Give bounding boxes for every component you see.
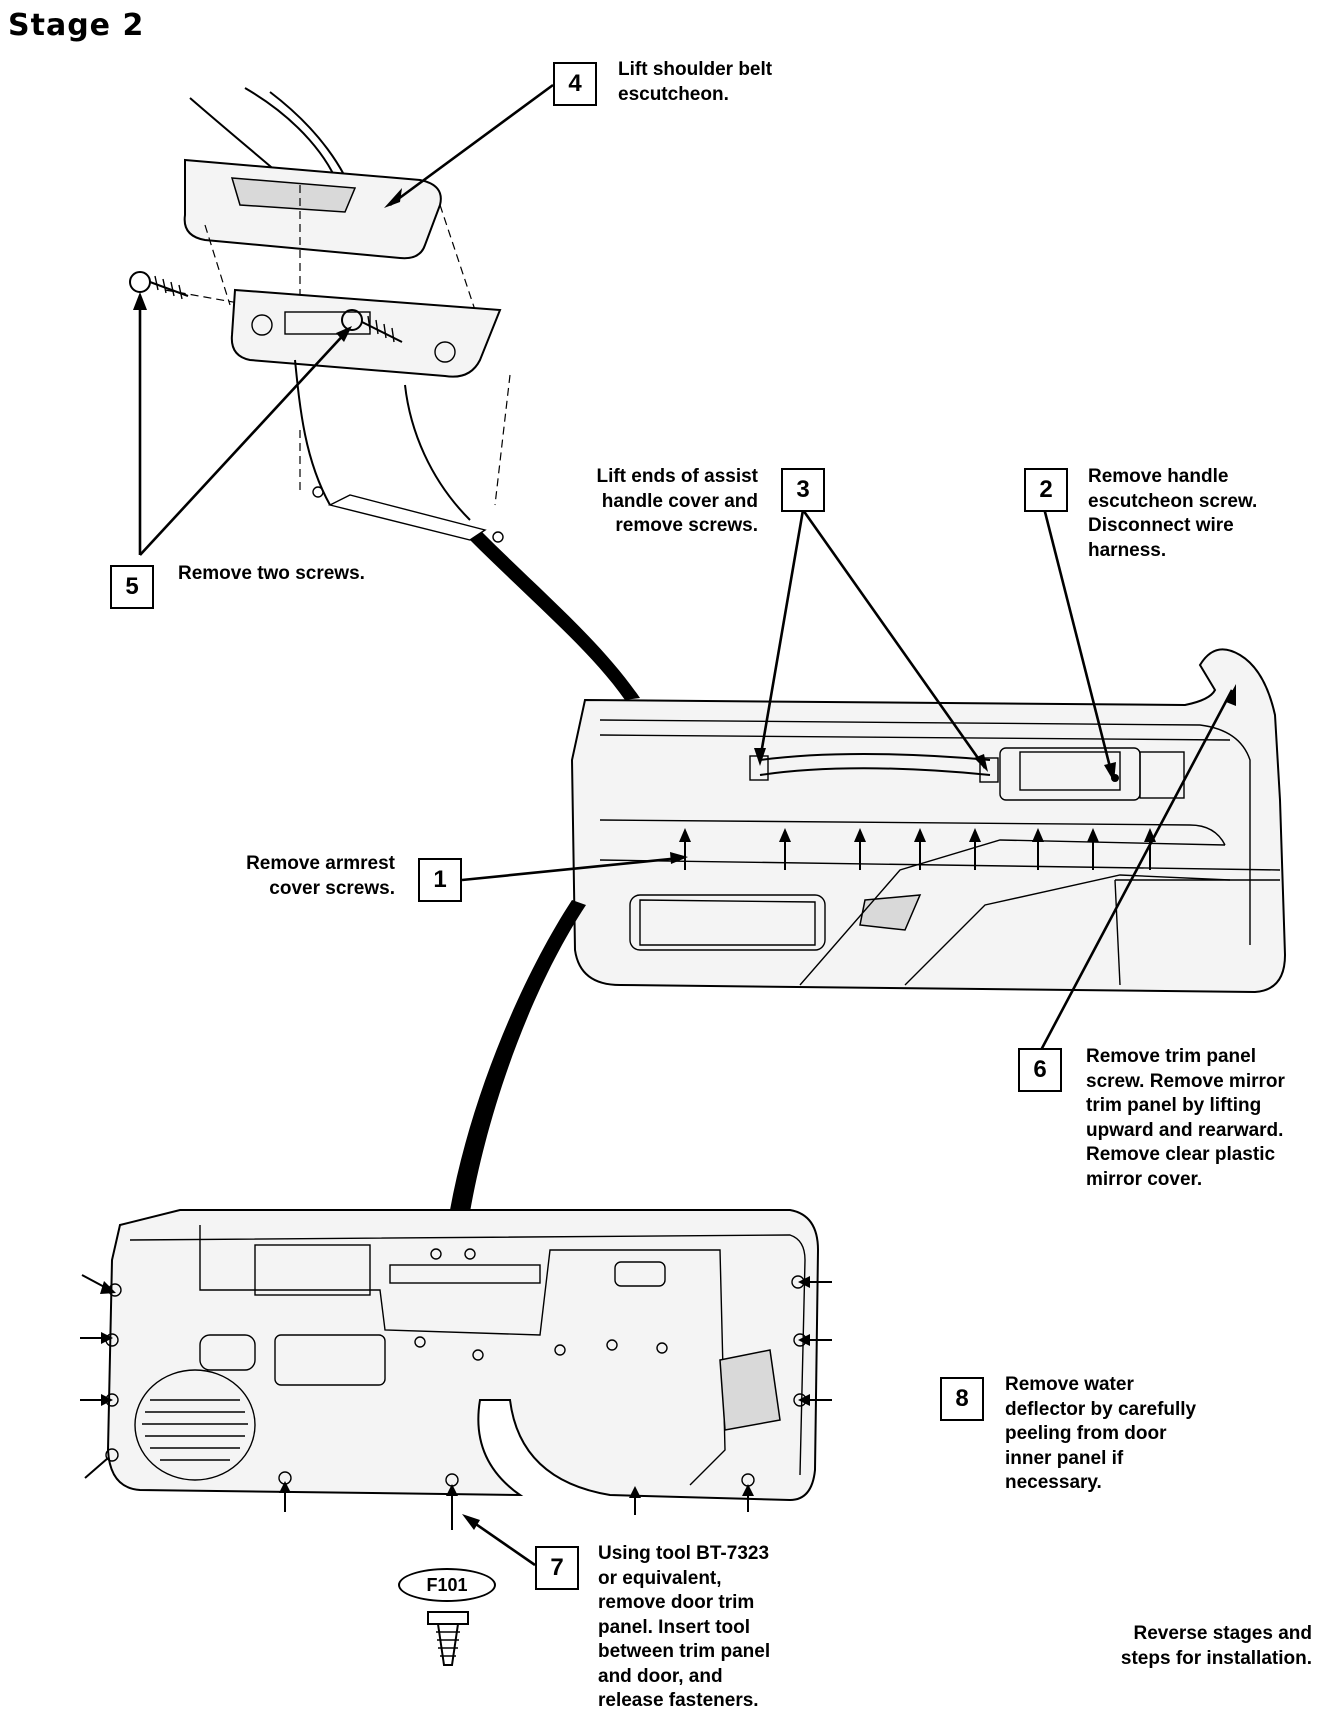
step-6-number: 6 bbox=[1018, 1048, 1062, 1092]
step-3-text: Lift ends of assist handle cover and rem… bbox=[596, 466, 758, 536]
step-2-text: Remove handle escutcheon screw. Disconne… bbox=[1088, 466, 1258, 561]
step-1-number: 1 bbox=[418, 858, 462, 902]
inner-door-panel-illustration bbox=[80, 1209, 832, 1666]
leader-lines bbox=[133, 83, 1236, 1567]
f101-fastener-icon bbox=[427, 1611, 469, 1666]
page-title: Stage 2 bbox=[8, 8, 145, 43]
step-2-number: 2 bbox=[1024, 468, 1068, 512]
step-7-number: 7 bbox=[535, 1546, 579, 1590]
step-5-number: 5 bbox=[110, 565, 154, 609]
footer-note: Reverse stages and steps for installatio… bbox=[1120, 1623, 1312, 1669]
step-8-number: 8 bbox=[940, 1377, 984, 1421]
f101-fastener-label: F101 bbox=[398, 1568, 496, 1602]
screw-icon bbox=[129, 271, 189, 300]
screw-icon bbox=[341, 309, 403, 343]
step-3-number: 3 bbox=[781, 468, 825, 512]
step-4-text: Lift shoulder belt escutcheon. bbox=[618, 59, 773, 105]
shoulder-belt-escutcheon-illustration bbox=[129, 87, 640, 700]
step-6-text: Remove trim panel screw. Remove mirror t… bbox=[1086, 1046, 1285, 1190]
door-trim-panel-illustration bbox=[450, 648, 1287, 1212]
step-4-number: 4 bbox=[553, 62, 597, 106]
step-1-text: Remove armrest cover screws. bbox=[246, 853, 395, 899]
step-5-text: Remove two screws. bbox=[178, 563, 365, 584]
step-7-text: Using tool BT-7323 or equivalent, remove… bbox=[598, 1543, 771, 1711]
step-8-text: Remove water deflector by carefully peel… bbox=[1005, 1374, 1197, 1493]
